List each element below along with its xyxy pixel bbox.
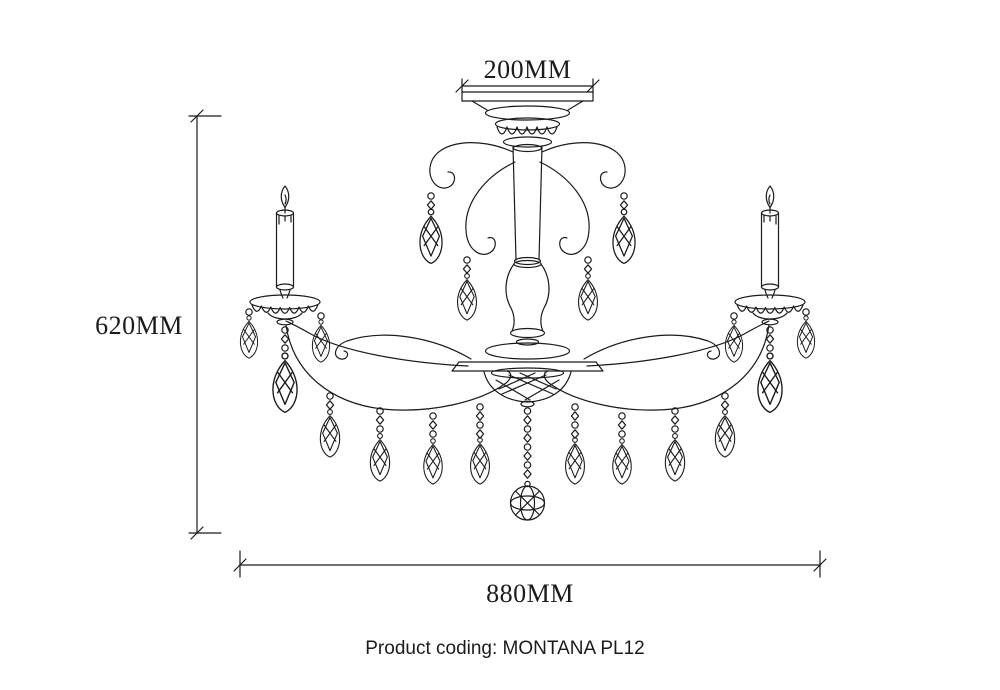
dim-top-label: 200MM	[484, 55, 572, 84]
dim-bottom-label: 880MM	[486, 579, 574, 608]
left-arm-assembly	[240, 143, 515, 484]
center-column	[505, 143, 550, 346]
product-code-caption: Product coding: MONTANA PL12	[365, 638, 645, 659]
crystal-basket	[451, 342, 604, 408]
ceiling-canopy	[461, 91, 594, 148]
dim-height-line	[188, 109, 222, 540]
dim-bottom-line	[233, 550, 827, 578]
right-arm-assembly	[540, 143, 815, 484]
center-chain-and-ball	[509, 407, 546, 521]
dim-top-line	[455, 78, 600, 94]
dim-height-label: 620MM	[95, 311, 183, 340]
